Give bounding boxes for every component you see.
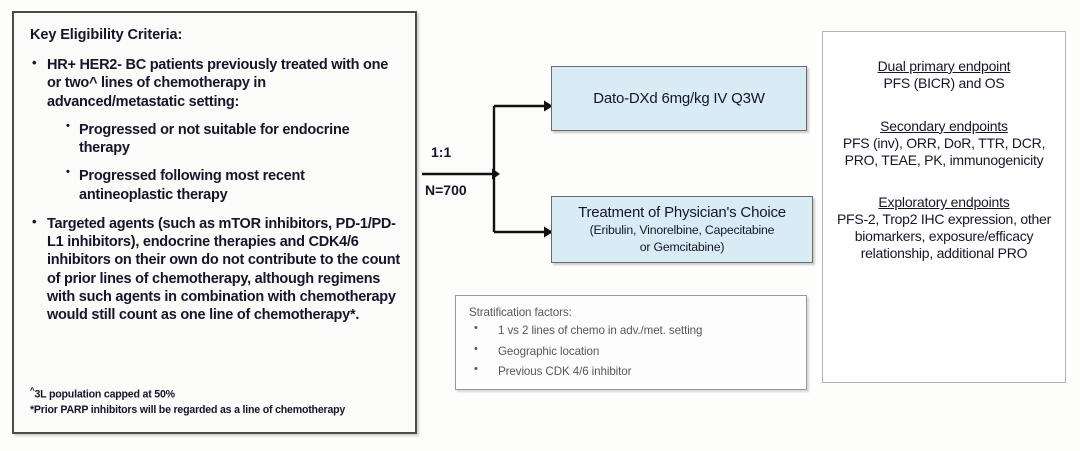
endpoint-group-primary-body: PFS (BICR) and OS xyxy=(883,75,1005,91)
stratification-list: 1 vs 2 lines of chemo in adv./met. setti… xyxy=(469,323,796,378)
endpoint-group-exploratory: Exploratory endpoints PFS-2, Trop2 IHC e… xyxy=(833,194,1055,261)
randomisation-arrow-svg xyxy=(422,100,553,238)
endpoint-group-exploratory-body: PFS-2, Trop2 IHC expression, other bioma… xyxy=(836,211,1052,261)
treatment-arm-experimental-label: Dato-DXd 6mg/kg IV Q3W xyxy=(593,90,765,107)
treatment-arm-comparator-drugs-line1: (Eribulin, Vinorelbine, Capecitabine xyxy=(589,222,775,237)
stratification-factors-panel: Stratification factors: 1 vs 2 lines of … xyxy=(455,295,807,390)
eligibility-bullet: HR+ HER2- BC patients previously treated… xyxy=(30,55,401,204)
randomisation-ratio-label: 1:1 xyxy=(431,144,452,160)
treatment-arm-comparator-drugs-line2: or Gemcitabine) xyxy=(639,240,725,254)
eligibility-bullet-text: HR+ HER2- BC patients previously treated… xyxy=(47,57,389,110)
endpoint-group-primary: Dual primary endpoint PFS (BICR) and OS xyxy=(833,58,1055,92)
footnote-star: *Prior PARP inhibitors will be regarded … xyxy=(30,404,346,417)
endpoint-group-secondary-heading: Secondary endpoints xyxy=(880,117,1008,134)
footnote-caret-text: 3L population capped at 50% xyxy=(34,388,175,401)
endpoint-group-secondary: Secondary endpoints PFS (inv), ORR, DoR,… xyxy=(833,118,1055,169)
endpoint-group-primary-heading: Dual primary endpoint xyxy=(877,58,1011,74)
stratification-item: Geographic location xyxy=(469,344,796,358)
eligibility-footnotes: ^3L population capped at 50% *Prior PARP… xyxy=(30,385,345,419)
endpoint-group-secondary-body: PFS (inv), ORR, DoR, TTR, DCR, PRO, TEAE… xyxy=(842,134,1046,168)
treatment-arm-comparator-label: Treatment of Physician's Choice xyxy=(578,203,786,221)
eligibility-subbullet-list: Progressed or not suitable for endocrine… xyxy=(47,120,401,204)
footnote-caret-marker: ^ xyxy=(30,385,35,395)
eligibility-criteria-panel: Key Eligibility Criteria: HR+ HER2- BC p… xyxy=(12,11,417,434)
stratification-title: Stratification factors: xyxy=(469,306,572,319)
randomisation-arrow: 1:1 N=700 xyxy=(420,60,570,260)
stratification-item: 1 vs 2 lines of chemo in adv./met. setti… xyxy=(469,323,796,337)
treatment-arm-experimental: Dato-DXd 6mg/kg IV Q3W xyxy=(551,66,807,131)
endpoints-panel: Dual primary endpoint PFS (BICR) and OS … xyxy=(822,31,1066,383)
eligibility-bullet: Targeted agents (such as mTOR inhibitors… xyxy=(30,214,401,325)
eligibility-subbullet: Progressed or not suitable for endocrine… xyxy=(65,120,401,158)
treatment-arm-comparator: Treatment of Physician's Choice (Eribuli… xyxy=(551,196,813,263)
eligibility-title: Key Eligibility Criteria: xyxy=(30,27,183,43)
stratification-item: Previous CDK 4/6 inhibitor xyxy=(469,364,796,378)
eligibility-bullet-list: HR+ HER2- BC patients previously treated… xyxy=(30,55,401,325)
sample-size-label: N=700 xyxy=(425,182,467,198)
footnote-caret: ^3L population capped at 50% xyxy=(30,385,345,403)
endpoint-group-exploratory-heading: Exploratory endpoints xyxy=(878,194,1010,211)
eligibility-subbullet: Progressed following most recent antineo… xyxy=(65,166,401,204)
